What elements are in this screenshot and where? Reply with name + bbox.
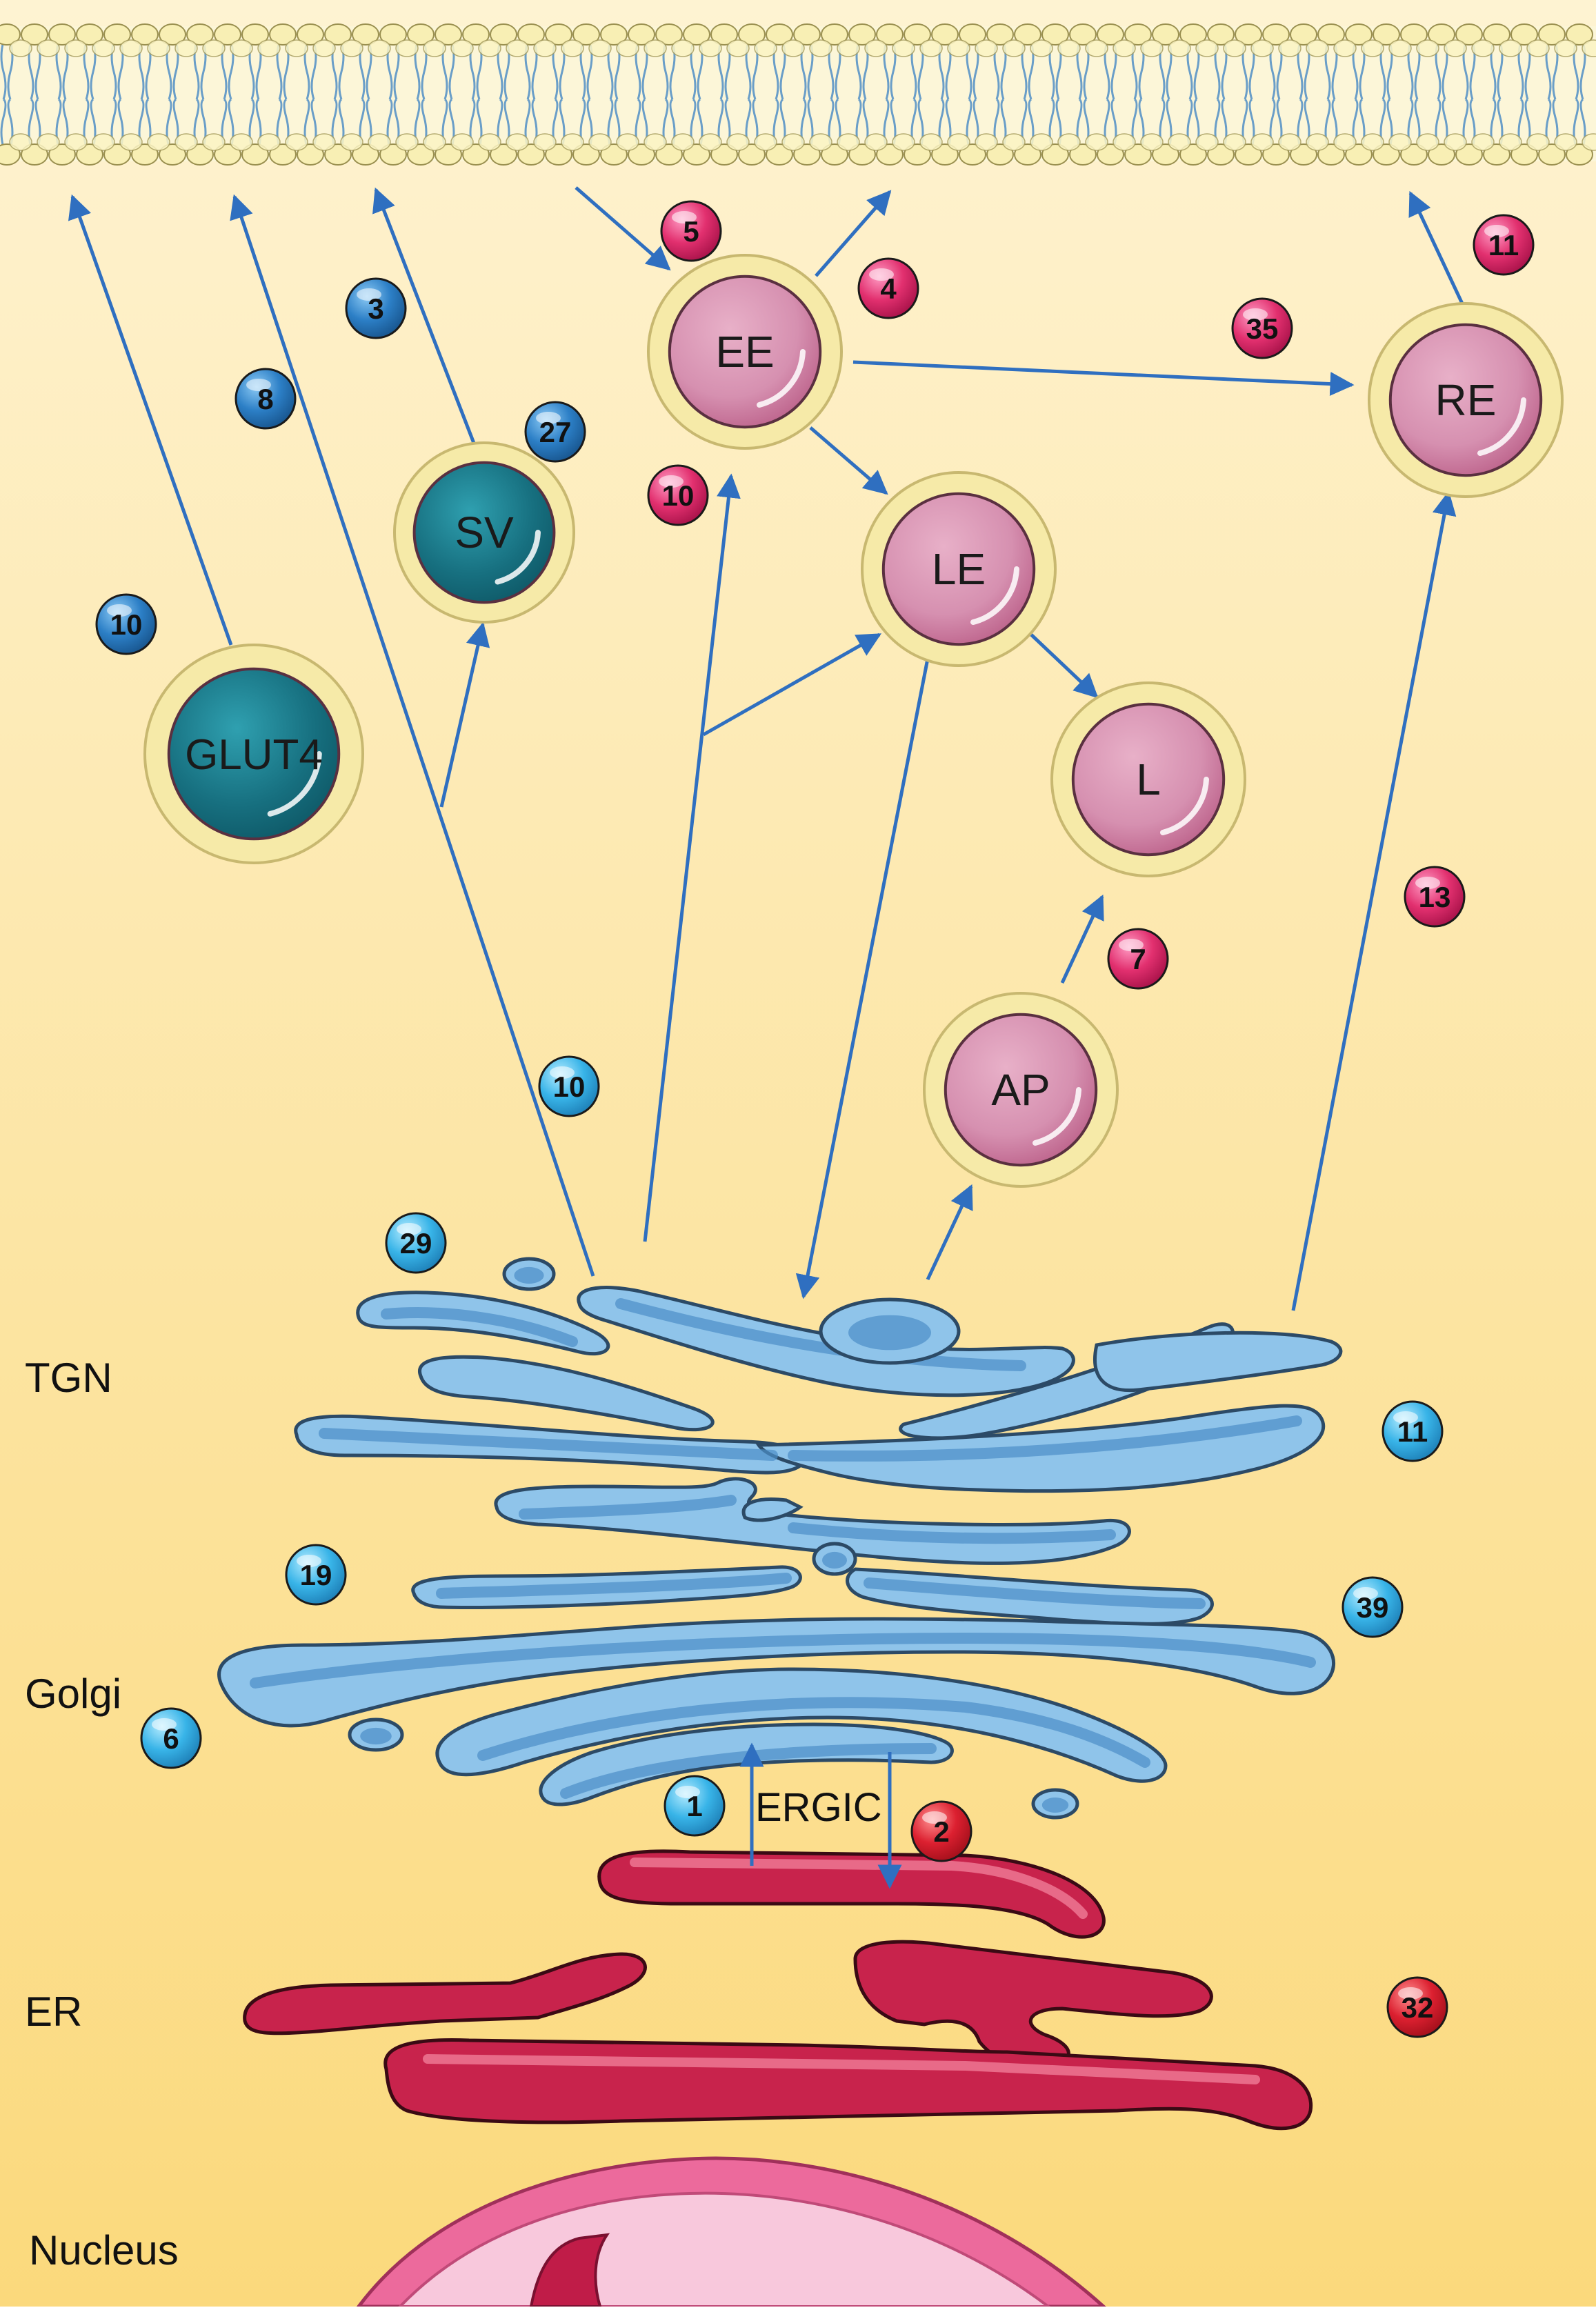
badge-b2-value: 2 [933, 1815, 949, 1848]
badge-b10_pink-value: 10 [662, 479, 695, 512]
vesicle-ap-label: AP [991, 1065, 1050, 1115]
golgi-stack [217, 1257, 1343, 1820]
transport-arrow [68, 194, 233, 646]
vesicle-ap: AP [923, 992, 1119, 1188]
badge-b6-value: 6 [163, 1722, 179, 1755]
badge-b10_pink: 10 [647, 464, 709, 526]
badge-b8: 8 [235, 368, 297, 430]
badge-b19-value: 19 [300, 1559, 332, 1591]
badge-b7-value: 7 [1130, 943, 1146, 975]
er-label: ER [25, 1989, 82, 2035]
badge-b19: 19 [285, 1544, 347, 1606]
badge-b10_left-value: 10 [110, 608, 143, 641]
tgn-label: TGN [25, 1355, 112, 1401]
vesicle-glut4-label: GLUT4 [185, 731, 323, 779]
badge-b39-value: 39 [1357, 1591, 1389, 1624]
transport-arrow [852, 360, 1355, 397]
vesicle-le: LE [861, 471, 1057, 667]
region-labels: TGN Golgi ER Nucleus ERGIC [25, 1355, 882, 2273]
badge-b39: 39 [1341, 1576, 1404, 1638]
badge-b7: 7 [1107, 928, 1169, 990]
count-badges: 5 4 11 35 3 8 27 10 10 7 13 10 29 11 19 39 6 1 2 32 [95, 200, 1535, 2038]
badge-b27-value: 27 [539, 416, 572, 448]
badge-b29: 29 [385, 1212, 447, 1274]
golgi-cisterna [217, 1617, 1335, 1728]
transport-arrow [439, 621, 490, 808]
vesicle-re-label: RE [1435, 375, 1497, 425]
badge-b5-value: 5 [683, 215, 699, 248]
badge-b11_golgi-value: 11 [1397, 1415, 1428, 1448]
badge-b4-value: 4 [880, 272, 897, 305]
transport-arrow [1291, 490, 1457, 1311]
badge-b10_mid-value: 10 [553, 1071, 586, 1103]
transport-arrow [230, 194, 595, 1277]
badge-b35-value: 35 [1246, 312, 1279, 345]
badge-b1-value: 1 [686, 1790, 702, 1822]
vesicle-l-label: L [1136, 755, 1161, 804]
badge-b3: 3 [345, 277, 407, 339]
transport-arrow [926, 1184, 973, 1281]
golgi-cisterna [418, 1355, 715, 1432]
badge-b4: 4 [857, 257, 919, 319]
vesicle-sv: SV [393, 441, 575, 624]
badge-b13: 13 [1404, 866, 1466, 928]
transport-arrow [372, 187, 477, 446]
golgi-cisterna [435, 1667, 1168, 1783]
plasma-membrane [0, 23, 1596, 166]
golgi-label: Golgi [25, 1671, 121, 1717]
badge-b32: 32 [1386, 1976, 1448, 2038]
transport-arrow [702, 633, 882, 737]
transport-arrow [1060, 894, 1104, 984]
transport-arrow [1408, 190, 1464, 305]
nucleus [355, 2156, 1108, 2309]
vesicle-glut4: GLUT4 [143, 644, 364, 864]
vesicle-sv-label: SV [455, 508, 514, 557]
transport-arrow [643, 473, 741, 1242]
badge-b11_top: 11 [1473, 214, 1535, 276]
badge-b29-value: 29 [400, 1227, 432, 1259]
badge-b35: 35 [1231, 297, 1293, 359]
transport-arrow [575, 186, 671, 271]
golgi-cisterna [539, 1722, 954, 1806]
golgi-cisterna [741, 1497, 804, 1522]
badge-b8-value: 8 [257, 383, 273, 415]
badge-b13-value: 13 [1419, 881, 1451, 913]
vesicle-re: RE [1368, 302, 1564, 498]
transport-arrow [795, 658, 930, 1300]
transport-arrow [815, 190, 892, 277]
badge-b11_top-value: 11 [1488, 229, 1519, 261]
badge-b6: 6 [140, 1707, 202, 1769]
badge-b32-value: 32 [1402, 1991, 1434, 2024]
badge-b2: 2 [910, 1800, 972, 1862]
vesicle-ee: EE [647, 254, 843, 450]
badge-b10_mid: 10 [538, 1055, 600, 1117]
badge-b27: 27 [524, 401, 586, 463]
badge-b10_left: 10 [95, 593, 157, 655]
badge-b1: 1 [664, 1775, 726, 1837]
transport-arrows [68, 186, 1464, 1889]
badge-b5: 5 [660, 200, 722, 262]
nucleus-label: Nucleus [29, 2227, 179, 2273]
vesicle-l: L [1050, 681, 1246, 877]
badge-b3-value: 3 [368, 292, 383, 325]
golgi-cisterna [1093, 1331, 1343, 1393]
badge-b11_golgi: 11 [1381, 1400, 1444, 1462]
vesicle-le-label: LE [932, 544, 986, 594]
transport-arrow [809, 426, 888, 495]
ergic-label: ERGIC [755, 1785, 882, 1830]
vesicle-ee-label: EE [715, 327, 774, 377]
transport-arrow [1030, 633, 1099, 699]
endoplasmic-reticulum [243, 1849, 1313, 2131]
